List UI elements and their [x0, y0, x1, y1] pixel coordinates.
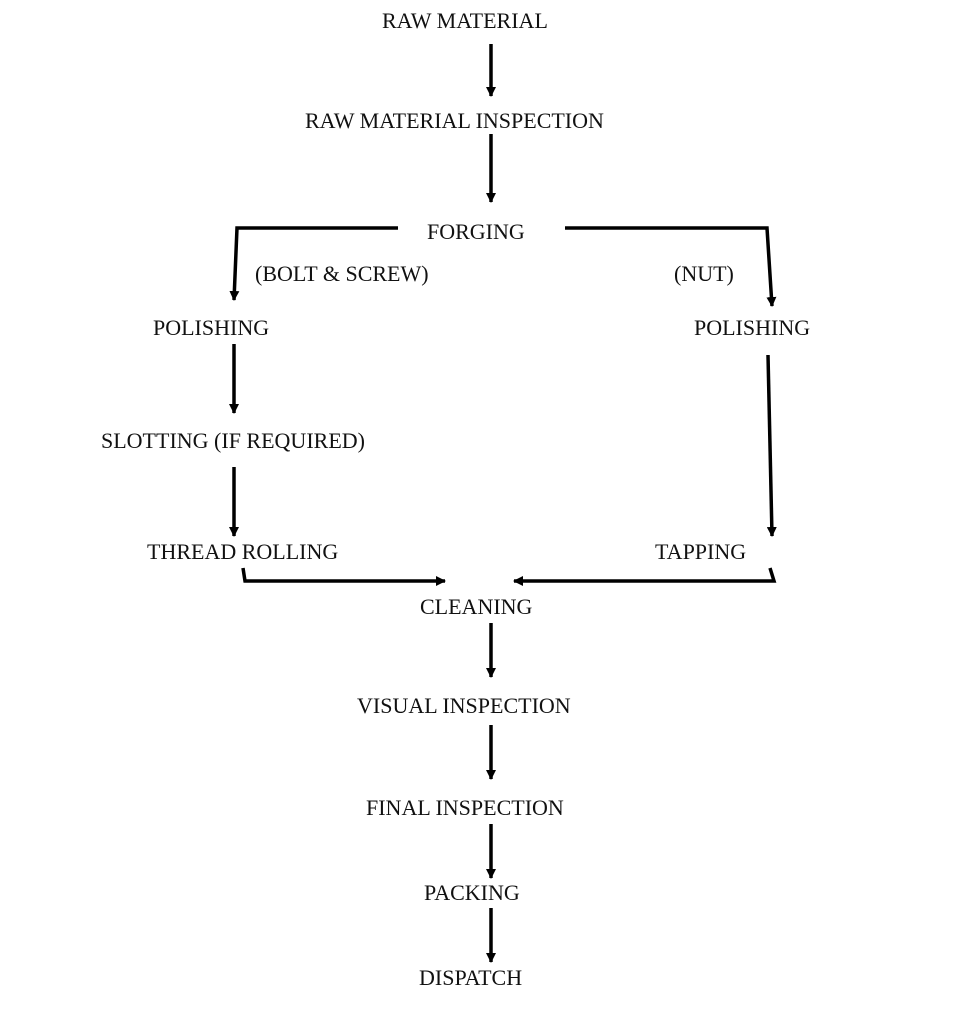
arrow-tapping-to-cleaning — [513, 567, 777, 586]
node-thread-rolling: THREAD ROLLING — [147, 539, 339, 564]
node-polishing-bolt: POLISHING — [153, 315, 270, 340]
arrow-thread-rolling-to-cleaning — [241, 567, 446, 586]
node-packing: PACKING — [424, 880, 520, 905]
node-raw-material-inspection: RAW MATERIAL INSPECTION — [305, 108, 604, 133]
arrow-forging-to-polishing-bolt — [229, 226, 398, 301]
node-forging: FORGING — [427, 219, 525, 244]
node-tapping: TAPPING — [655, 539, 747, 564]
branch-label-nut: (NUT) — [674, 261, 734, 286]
node-cleaning: CLEANING — [420, 594, 533, 619]
node-visual-inspection: VISUAL INSPECTION — [357, 693, 571, 718]
node-raw-material: RAW MATERIAL — [382, 8, 548, 33]
node-slotting: SLOTTING (IF REQUIRED) — [101, 428, 365, 453]
arrow-polishing-to-tapping — [766, 354, 777, 537]
arrow-forging-to-polishing-nut — [565, 226, 777, 307]
node-polishing-nut: POLISHING — [694, 315, 811, 340]
node-dispatch: DISPATCH — [419, 965, 523, 990]
node-final-inspection: FINAL INSPECTION — [366, 795, 564, 820]
branch-label-bolt-screw: (BOLT & SCREW) — [255, 261, 429, 286]
